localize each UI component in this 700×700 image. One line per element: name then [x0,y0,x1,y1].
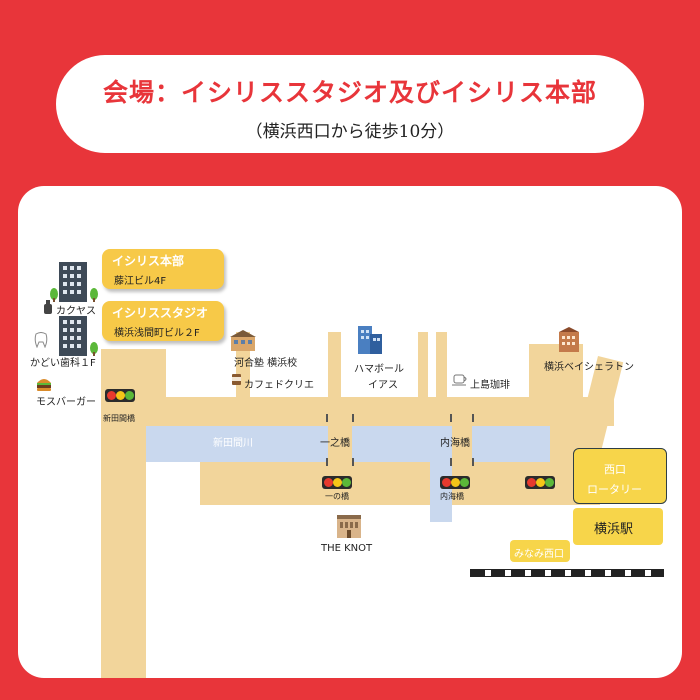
south-west-exit: みなみ西口 [510,540,570,562]
signal-label-uchiumibashi: 内海橋 [440,492,464,501]
tooth-icon [34,332,48,348]
title-banner: 会場：イシリススタジオ及びイシリス本部 （横浜西口から徒歩10分） [56,55,644,153]
road-vertical-3 [418,332,428,398]
landmark-hamaboru-line2: イアス [368,380,398,391]
venue-subtitle: （横浜西口から徒歩10分） [245,122,455,142]
station-name: 横浜駅 [594,522,634,537]
building-blue-icon [358,326,382,354]
road-vertical-left-short [146,349,166,397]
traffic-light-uchiumibashi [440,476,470,489]
signal-label-shintama: 新田間橋 [103,414,135,423]
landmark-the-knot: THE KNOT [321,543,373,554]
rotary-label-1: 西口 [604,463,626,476]
nishiguchi-rotary: 西口 ロータリー [573,448,667,504]
railway-track [470,569,664,577]
traffic-light-shintama [105,389,135,402]
access-map: 新田間川 一之橋 内海橋 新田間橋 一の橋 内海橋 カクヤス [18,186,682,678]
callout-studio-title: イシリススタジオ [112,306,209,320]
callout-hq-floor: 藤江ビル4F [114,276,167,287]
callout-ishiris-hq: イシリス本部 藤江ビル4F [102,249,224,289]
coffee-cup-icon [452,374,467,386]
landmark-kadoi: かどい歯科１F [30,358,96,369]
coffee-cup-icon [232,374,241,385]
yokohama-station: 横浜駅 [573,508,663,545]
traffic-light-ichinohashi [322,476,352,489]
landmark-kakuyasu: カクヤス [56,306,96,317]
road-vertical-4 [436,332,447,398]
chapel-icon [337,515,361,538]
burger-icon [37,379,51,391]
landmark-kamijima: 上島珈琲 [470,380,510,391]
landmark-cafe-de-crie: カフェドクリエ [244,380,314,391]
landmark-hamaboru-line1: ハマボール [354,364,404,375]
landmark-sheraton: 横浜ベイシェラトン [544,362,634,373]
hotel-icon [559,327,579,352]
bridge-label-ichinohashi: 一之橋 [320,438,350,449]
bridge-uchiumibashi [452,426,472,462]
callout-ishiris-studio: イシリススタジオ 横浜浅間町ビル２F [102,301,224,341]
callout-hq-title: イシリス本部 [112,254,185,268]
traffic-light-station [525,476,555,489]
bridge-post [472,458,474,466]
bridge-post [326,414,328,422]
bottle-icon [44,300,52,314]
road-left-lower [101,626,146,678]
road-vertical-2 [328,332,341,398]
bridge-post [450,414,452,422]
bridge-post [472,414,474,422]
landmark-mos: モスバーガー [36,397,96,408]
rotary-label-2: ロータリー [587,483,642,496]
signal-label-ichinohashi: 一の橋 [325,492,349,501]
road-main-horizontal [101,397,614,426]
building-icon [50,262,98,302]
venue-title: 会場：イシリススタジオ及びイシリス本部 [102,78,597,107]
bridge-label-uchiumibashi: 内海橋 [440,438,470,449]
landmark-kawai: 河合塾 横浜校 [234,358,298,369]
bridge-post [352,458,354,466]
callout-studio-floor: 横浜浅間町ビル２F [114,328,200,339]
bridge-post [326,458,328,466]
bridge-post [352,414,354,422]
bridge-post [450,458,452,466]
school-icon [230,330,256,351]
bridge-ichinohashi [328,426,352,462]
building-icon [59,316,98,356]
south-west-exit-label: みなみ西口 [514,549,564,560]
river-label: 新田間川 [213,438,253,449]
